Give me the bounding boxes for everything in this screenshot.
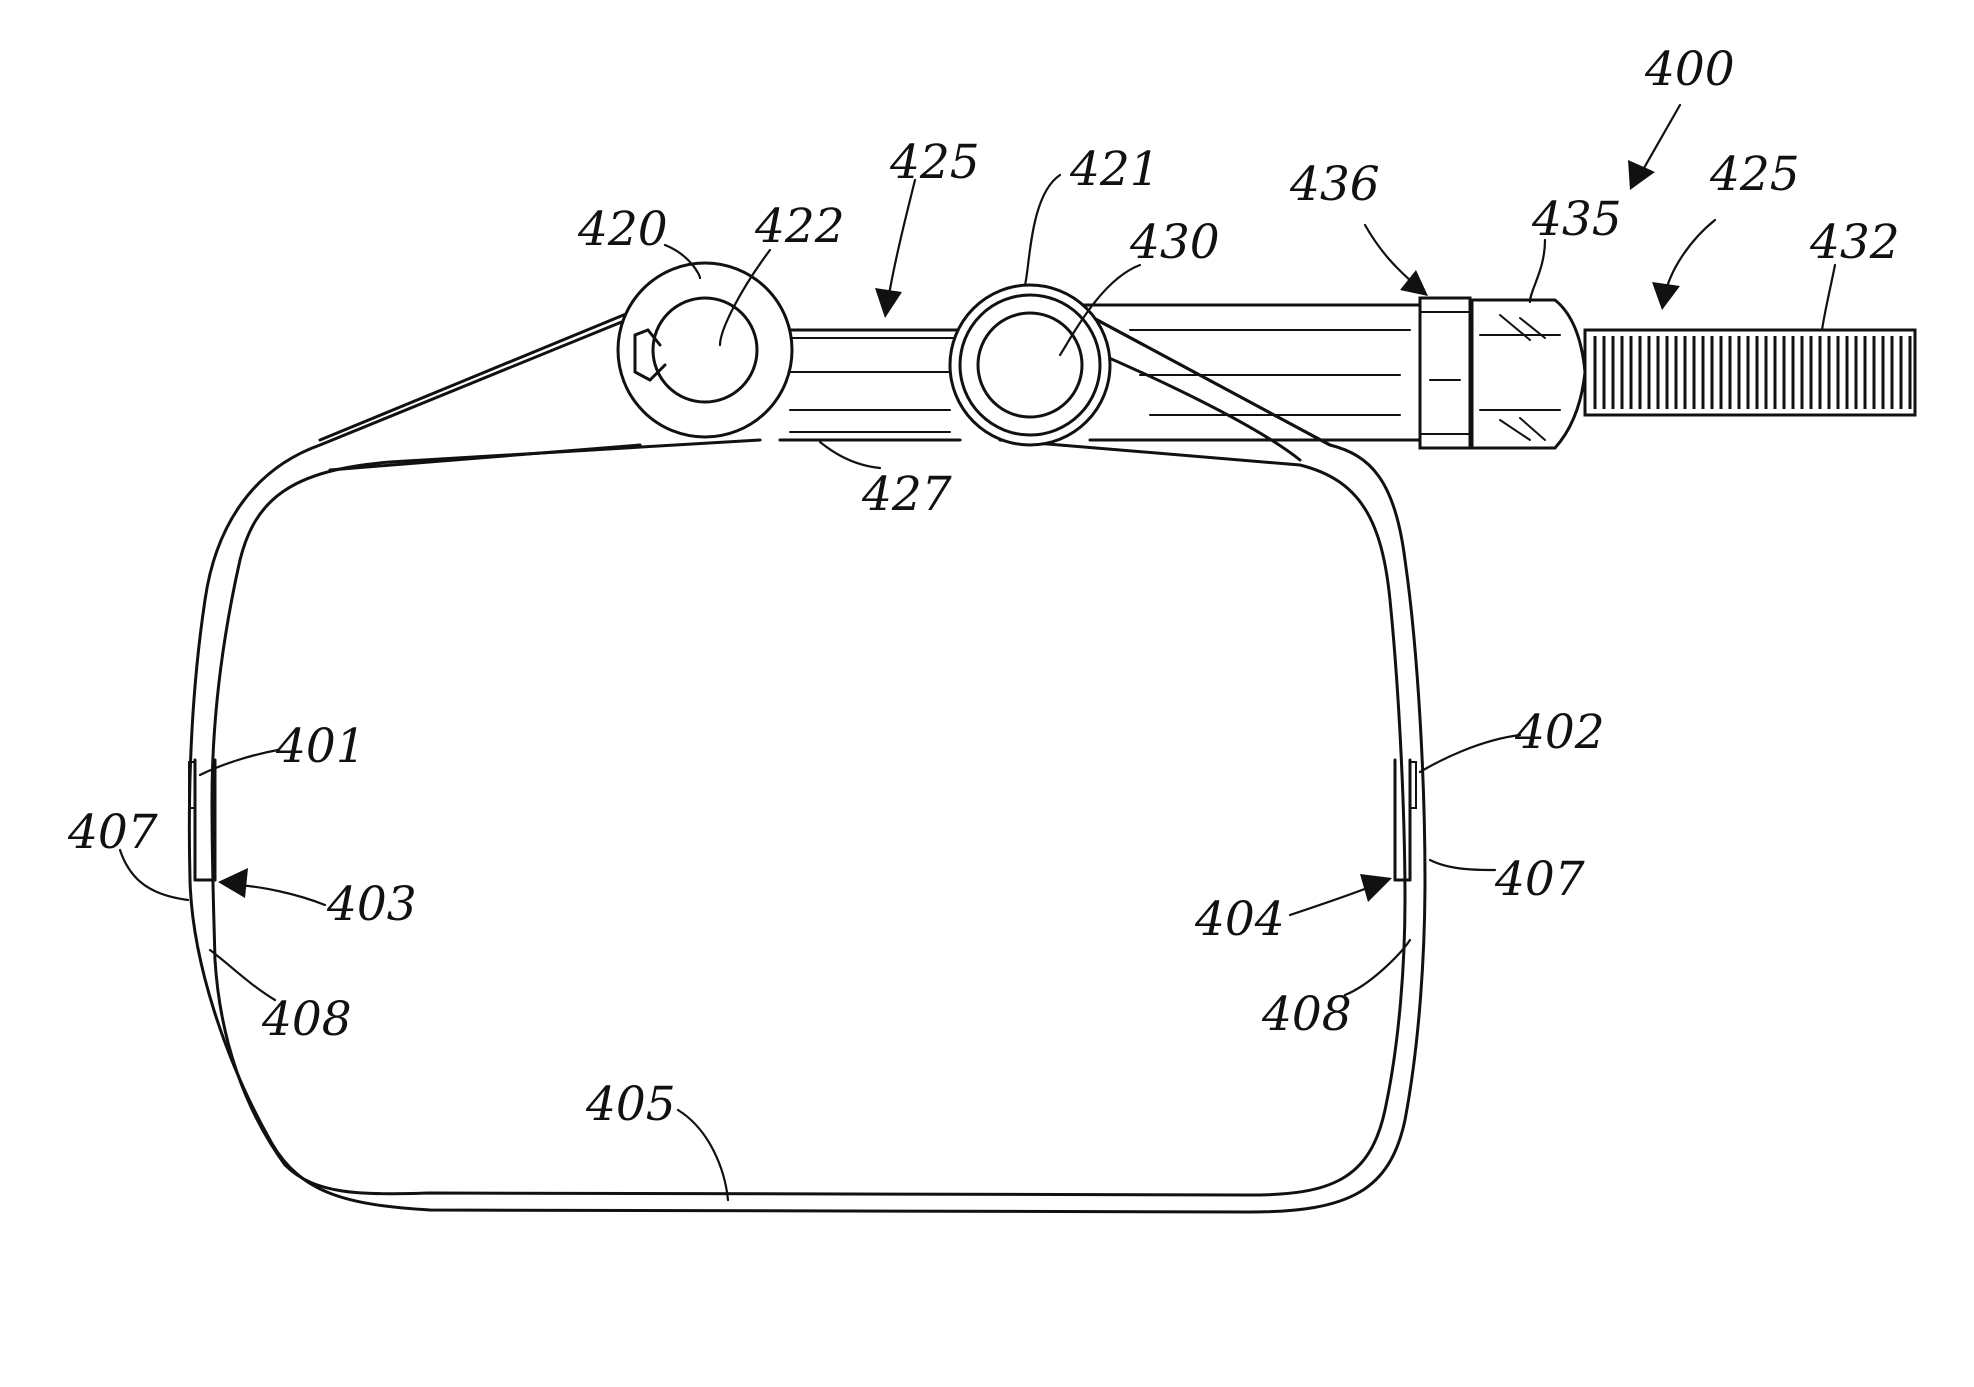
label-408-left: 408 — [261, 992, 352, 1047]
leaders — [120, 105, 1835, 1200]
frame-band — [189, 290, 1425, 1212]
label-427: 427 — [861, 467, 952, 522]
label-400: 400 — [1644, 42, 1735, 97]
left-ring — [618, 263, 792, 437]
label-425-top: 425 — [889, 135, 980, 190]
right-ring — [950, 285, 1110, 445]
fitting-collar — [1420, 298, 1470, 448]
threaded-rod — [1585, 330, 1915, 415]
label-402: 402 — [1514, 705, 1605, 760]
label-425-right: 425 — [1709, 147, 1800, 202]
label-422: 422 — [754, 199, 845, 254]
label-420: 420 — [577, 202, 668, 257]
label-407-right: 407 — [1494, 852, 1585, 907]
label-401: 401 — [275, 719, 366, 774]
label-430: 430 — [1129, 215, 1220, 270]
label-421: 421 — [1069, 142, 1160, 197]
label-408-right: 408 — [1261, 987, 1352, 1042]
label-436: 436 — [1289, 157, 1380, 212]
label-432: 432 — [1809, 215, 1900, 270]
label-404: 404 — [1194, 892, 1285, 947]
label-407-left: 407 — [67, 805, 158, 860]
reference-numerals: 400 425 421 436 425 420 422 430 435 432 … — [67, 42, 1900, 1132]
hex-nut — [1472, 300, 1585, 448]
label-405: 405 — [585, 1077, 676, 1132]
label-435: 435 — [1531, 192, 1622, 247]
label-403: 403 — [326, 877, 417, 932]
